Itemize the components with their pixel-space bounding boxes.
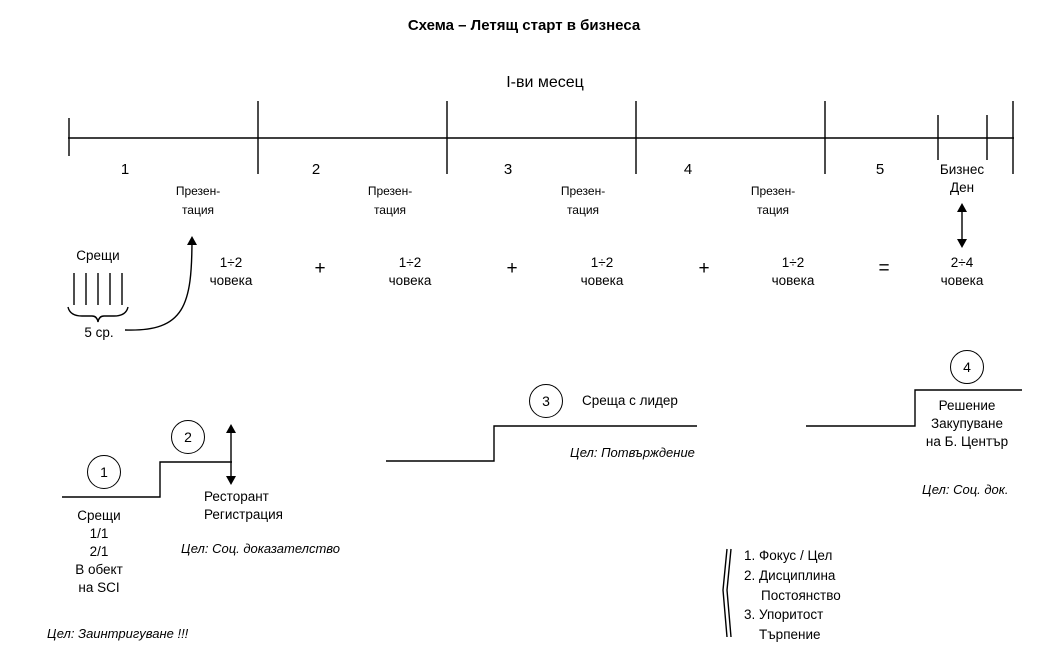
- business-day-label: Бизнес Ден: [939, 162, 985, 195]
- step-1-goal: Цел: Заинтригуване !!!: [47, 626, 189, 641]
- principle-2: 2. Дисциплина: [744, 568, 836, 583]
- step-4-circle: 4: [950, 350, 984, 384]
- people-value-1: 1÷2 човека: [209, 255, 253, 288]
- step-3-number: 3: [542, 393, 550, 409]
- week-5-label: 5: [875, 161, 885, 178]
- presentation-label-4: Презен- тация: [750, 184, 796, 217]
- principle-2b: Постоянство: [761, 588, 841, 603]
- month-label: I-ви месец: [506, 74, 584, 91]
- step-2-number: 2: [184, 429, 192, 445]
- principle-3b: Търпение: [759, 627, 821, 642]
- step-2-text: Ресторант Регистрация: [204, 489, 283, 522]
- people-value-4: 1÷2 човека: [771, 255, 815, 288]
- step-4-text: Решение Закупуване на Б. Център: [925, 398, 1009, 449]
- step-1-circle: 1: [87, 455, 121, 489]
- presentation-label-3: Презен- тация: [560, 184, 606, 217]
- people-value-total: 2÷4 човека: [940, 255, 984, 288]
- people-value-3: 1÷2 човека: [580, 255, 624, 288]
- week-1-label: 1: [120, 161, 130, 178]
- week-3-label: 3: [503, 161, 513, 178]
- meetings-to-presentation-arrow: [124, 236, 197, 331]
- step-1-text: Срещи 1/1 2/1 В обект на SCI: [75, 508, 123, 595]
- principles-bracket: [722, 548, 732, 638]
- step-4-goal: Цел: Соц. док.: [922, 482, 1009, 497]
- step-3-circle: 3: [529, 384, 563, 418]
- operator-plus-3: +: [698, 258, 710, 279]
- step-2-goal: Цел: Соц. доказателство: [181, 541, 341, 556]
- step-3-text: Среща с лидер: [582, 393, 678, 408]
- step-4-number: 4: [963, 359, 971, 375]
- steps-1-2-line: [62, 461, 232, 498]
- step-4-line: [806, 389, 1022, 427]
- presentation-label-2: Презен- тация: [367, 184, 413, 217]
- meetings-label: Срещи: [76, 248, 120, 263]
- operator-plus-1: +: [314, 258, 326, 279]
- operator-plus-2: +: [506, 258, 518, 279]
- people-value-2: 1÷2 човека: [388, 255, 432, 288]
- presentation-label-1: Презен- тация: [175, 184, 221, 217]
- step-2-circle: 2: [171, 420, 205, 454]
- principle-3: 3. Упоритост: [744, 607, 824, 622]
- week-4-label: 4: [683, 161, 693, 178]
- principle-1: 1. Фокус / Цел: [744, 548, 833, 563]
- diagram-title: Схема – Летящ старт в бизнеса: [407, 17, 641, 34]
- week-2-label: 2: [311, 161, 321, 178]
- step-3-line: [386, 425, 697, 462]
- step-1-number: 1: [100, 464, 108, 480]
- step-3-goal: Цел: Потвърждение: [570, 445, 695, 460]
- meetings-count-label: 5 ср.: [84, 325, 114, 340]
- operator-equals: =: [878, 258, 890, 279]
- meetings-brace: [67, 306, 129, 323]
